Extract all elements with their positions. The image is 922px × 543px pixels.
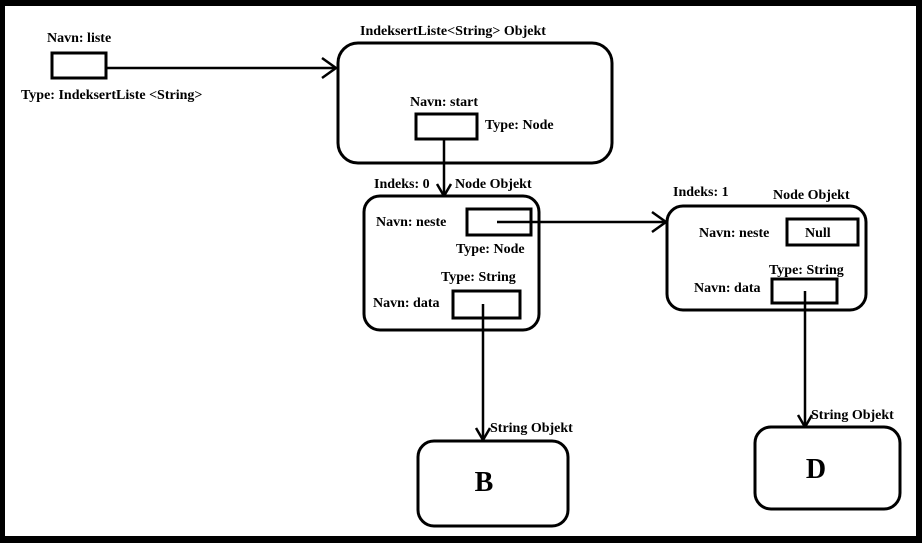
string-b-box — [416, 439, 570, 528]
liste-variable-box — [50, 51, 108, 80]
node1-index-label: Indeks: 1 — [673, 185, 729, 200]
string-d-value: D — [806, 454, 826, 485]
node0-index-label: Indeks: 0 — [374, 177, 430, 192]
node1-data-name-label: Navn: data — [694, 281, 761, 296]
start-name-label: Navn: start — [410, 95, 478, 110]
node1-neste-value: Null — [805, 226, 831, 241]
node1-neste-field-box — [785, 217, 860, 247]
string-d-title: String Objekt — [811, 408, 894, 423]
liste-name-label: Navn: liste — [47, 31, 111, 46]
node0-neste-type-label: Type: Node — [456, 242, 525, 257]
list-object-title: IndeksertListe<String> Objekt — [360, 24, 546, 39]
list-object-box — [336, 41, 614, 165]
start-field-box — [414, 112, 479, 141]
node0-data-field-box — [451, 289, 522, 320]
string-d-box — [753, 425, 902, 511]
node1-title: Node Objekt — [773, 188, 850, 203]
string-b-title: String Objekt — [490, 421, 573, 436]
node0-data-type-label: Type: String — [441, 270, 516, 285]
liste-type-label: Type: IndeksertListe <String> — [21, 88, 202, 103]
arrow-head — [321, 56, 339, 80]
node1-data-type-label: Type: String — [769, 263, 844, 278]
node0-title: Node Objekt — [455, 177, 532, 192]
start-type-label: Type: Node — [485, 118, 554, 133]
node0-neste-name-label: Navn: neste — [376, 215, 446, 230]
node1-neste-name-label: Navn: neste — [699, 226, 769, 241]
node0-data-name-label: Navn: data — [373, 296, 440, 311]
string-b-value: B — [475, 467, 494, 498]
